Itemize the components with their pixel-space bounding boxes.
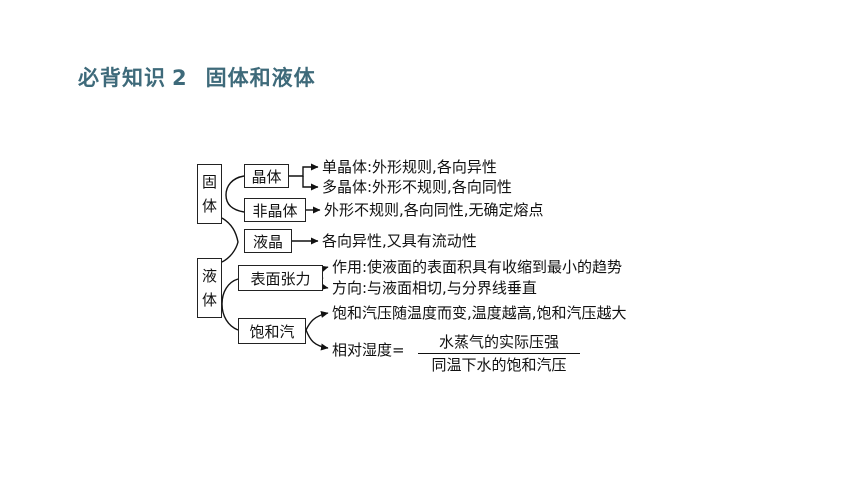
amorphous-box: 非晶体: [244, 198, 306, 222]
humidity-denominator: 同温下水的饱和汽压: [431, 356, 567, 374]
solid-brace: [225, 175, 245, 213]
humidity-numerator: 水蒸气的实际压强: [418, 333, 580, 354]
title-section: 必背知识: [78, 66, 166, 90]
liquid-crystal-box: 液晶: [244, 229, 292, 253]
liquid-brace: [221, 278, 239, 331]
vapor-pressure-arrow: [305, 311, 329, 331]
solid-box: 固 体: [197, 164, 222, 224]
surface-direction-text: 方向:与液面相切,与分界线垂直: [332, 279, 537, 297]
humidity-label: 相对湿度=: [332, 341, 405, 359]
crystal-poly-arrow: [302, 176, 319, 191]
liquid-label-top: 液: [201, 267, 217, 285]
liquid-crystal-text: 各向异性,又具有流动性: [322, 232, 477, 250]
crystal-box: 晶体: [244, 164, 289, 188]
title-topic: 固体和液体: [205, 66, 316, 90]
humidity-fraction: 水蒸气的实际压强 同温下水的饱和汽压: [418, 333, 580, 374]
liquid-crystal-curve: [221, 217, 239, 263]
poly-crystal-text: 多晶体:外形不规则,各向同性: [322, 178, 512, 196]
single-crystal-text: 单晶体:外形规则,各向异性: [322, 158, 497, 176]
title-number: 2: [172, 66, 188, 90]
saturated-vapor-box: 饱和汽: [238, 318, 306, 344]
surface-effect-text: 作用:使液面的表面积具有收缩到最小的趋势: [332, 258, 623, 276]
solid-label-bottom: 体: [201, 197, 217, 215]
vapor-pressure-text: 饱和汽压随温度而变,温度越高,饱和汽压越大: [332, 304, 627, 322]
crystal-single-arrow: [289, 163, 319, 177]
surface-tension-box: 表面张力: [238, 265, 323, 291]
liquid-box: 液 体: [197, 258, 222, 318]
amorphous-text: 外形不规则,各向同性,无确定熔点: [324, 201, 544, 219]
solid-label-top: 固: [201, 173, 217, 191]
liquid-label-bottom: 体: [201, 291, 217, 309]
vapor-humidity-arrow: [305, 329, 329, 351]
